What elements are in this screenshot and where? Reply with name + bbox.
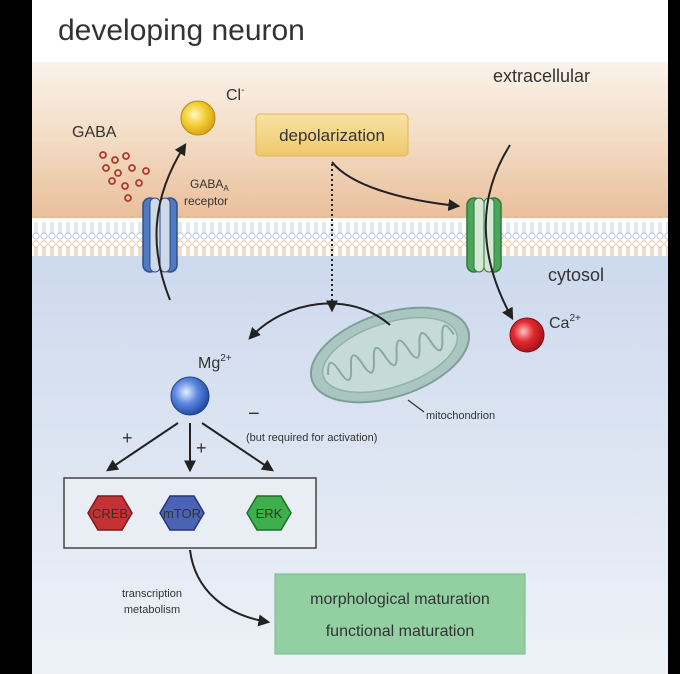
kinase-to-maturation-arrow: [189, 549, 271, 627]
mtor-plus-sign: +: [196, 438, 207, 458]
depolarization-to-channel-arrow: [331, 161, 461, 211]
erk-hexagon: ERK: [246, 495, 292, 531]
creb-hexagon: CREB: [87, 495, 133, 531]
morphological-maturation-label: morphological maturation: [310, 591, 490, 608]
mitochondrion-pointer: [407, 399, 425, 413]
gaba-a-receptor-label-line2: receptor: [184, 194, 228, 208]
gaba-label: GABA: [72, 124, 117, 141]
erk-minus-sign: −: [248, 403, 260, 425]
chloride-ion: [180, 100, 216, 136]
page-title: developing neuron: [58, 14, 305, 47]
required-for-activation-note: (but required for activation): [246, 432, 377, 444]
mg-to-erk-arrow: [201, 422, 274, 472]
gaba-a-receptor-channel: [142, 197, 178, 273]
chloride-label: Cl-: [226, 85, 244, 104]
mitochondrion: [309, 306, 471, 404]
mitochondrion-to-mg-arrow: [248, 302, 391, 340]
creb-label: CREB: [92, 506, 128, 521]
mg-to-creb-arrow: [106, 422, 179, 472]
functional-maturation-label: functional maturation: [326, 623, 475, 640]
metabolism-label: metabolism: [124, 604, 180, 616]
mitochondrion-label: mitochondrion: [426, 410, 495, 422]
gaba-molecules: [99, 151, 150, 202]
gaba-a-receptor-label: GABAA: [190, 177, 229, 193]
maturation-box: [274, 573, 526, 655]
magnesium-label: Mg2+: [198, 353, 232, 372]
calcium-channel: [466, 197, 502, 273]
transcription-label: transcription: [122, 588, 182, 600]
calcium-influx-arrow: [484, 144, 514, 321]
cell-membrane: [32, 216, 668, 256]
extracellular-label: extracellular: [493, 66, 590, 86]
creb-plus-sign: +: [122, 428, 133, 448]
mtor-label: mTOR: [163, 506, 201, 521]
erk-label: ERK: [256, 506, 283, 521]
mtor-hexagon: mTOR: [159, 495, 205, 531]
depolarization-box: [255, 113, 409, 157]
magnesium-ion: [170, 376, 210, 416]
calcium-label: Ca2+: [549, 313, 581, 332]
calcium-ion: [509, 317, 545, 353]
depolarization-label: depolarization: [279, 126, 385, 145]
cytosol-label: cytosol: [548, 265, 604, 285]
chloride-efflux-arrow: [155, 142, 187, 301]
